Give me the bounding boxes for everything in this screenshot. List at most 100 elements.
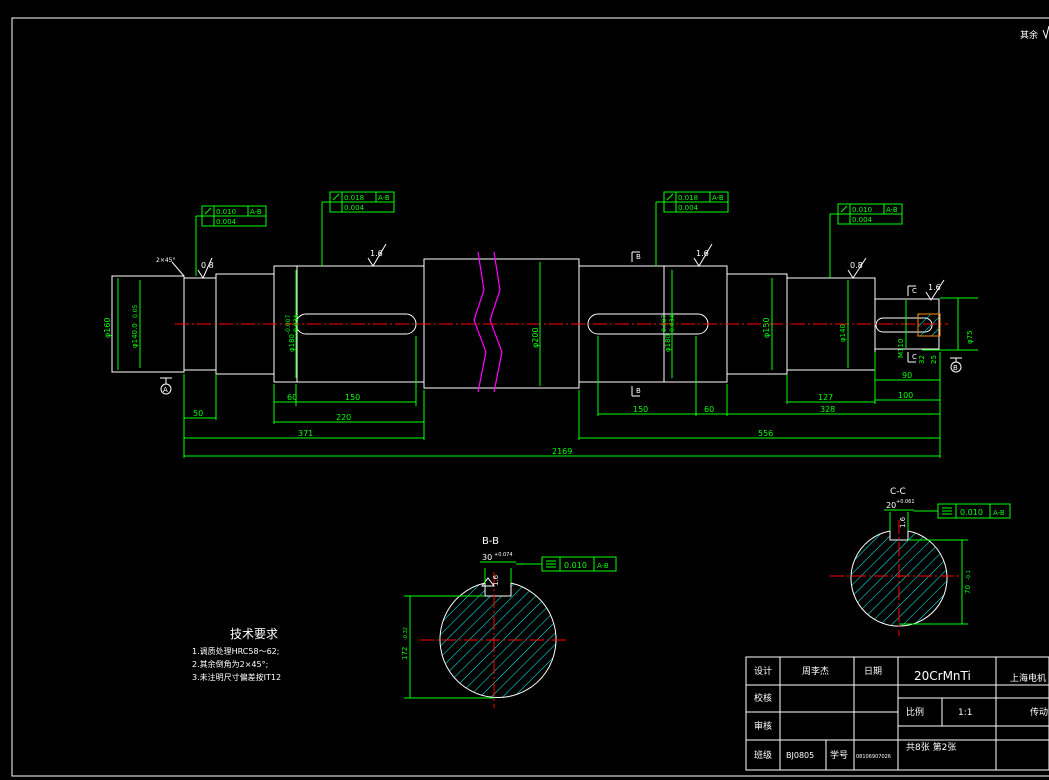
- section-cc-roughness: 1.6: [899, 516, 907, 528]
- dia-180b-lower: -0.034: [669, 314, 676, 334]
- roughness-2: 1.6: [370, 249, 383, 258]
- tb-id-label: 学号: [830, 749, 848, 761]
- fcf-1: 0.010 A-B 0.004: [195, 205, 267, 276]
- tb-class-label: 班级: [754, 749, 772, 761]
- tech-req-title: 技术要求: [230, 627, 278, 641]
- section-bb-fcf-ref: A-B: [597, 562, 609, 570]
- dim-127: 127: [818, 393, 833, 402]
- dim-328: 328: [820, 405, 835, 414]
- dim-25: 25: [930, 355, 938, 364]
- tb-part: 传动: [1030, 706, 1048, 718]
- section-c-bottom: C: [912, 353, 917, 361]
- section-bb-key-width: 30: [482, 553, 492, 562]
- title-block: [745, 656, 1049, 771]
- svg-text:0.004: 0.004: [216, 218, 237, 226]
- section-c-top: C: [912, 287, 917, 295]
- dia-140: φ140.0: [131, 323, 139, 348]
- section-cc-depth: 70: [964, 585, 972, 594]
- diameter-dims: [117, 262, 978, 386]
- dim-556: 556: [758, 429, 773, 438]
- section-cc-fcf-value: 0.010: [960, 508, 983, 517]
- svg-text:0.004: 0.004: [852, 216, 873, 224]
- tb-class-value: BJ0805: [786, 751, 814, 760]
- dim-150a: 150: [345, 393, 360, 402]
- section-bb-fcf-value: 0.010: [564, 561, 587, 570]
- roughness-symbols: [197, 243, 945, 301]
- corner-note: 其余: [1020, 29, 1038, 41]
- svg-text:A-B: A-B: [250, 208, 262, 216]
- roughness-1: 0.8: [201, 261, 214, 270]
- break-line-left: [473, 251, 487, 393]
- dim-371: 371: [298, 429, 313, 438]
- svg-text:A-B: A-B: [712, 194, 724, 202]
- dim-32: 32: [918, 355, 926, 364]
- section-cc-title: C-C: [890, 487, 906, 497]
- dia-180a-upper: -0.007: [285, 314, 292, 334]
- svg-text:A-B: A-B: [886, 206, 898, 214]
- fcf-2: 0.018 A-B 0.004: [321, 191, 395, 266]
- dia-180a: φ180: [288, 334, 296, 352]
- tech-req-item-3: 3.未注明尺寸偏差按IT12: [192, 672, 281, 682]
- fcf-4: 0.010 A-B 0.004: [829, 203, 903, 278]
- thread-hatch: [917, 313, 941, 337]
- svg-text:0.018: 0.018: [344, 194, 364, 202]
- tb-design-label: 设计: [754, 665, 772, 677]
- section-bb-roughness: 1.6: [492, 574, 500, 586]
- dia-140-tol: 0.05: [132, 304, 139, 318]
- roughness-5: 1.6: [928, 283, 941, 292]
- tb-review-label: 审核: [754, 720, 772, 732]
- dia-150: φ150: [762, 317, 771, 338]
- dim-100: 100: [898, 391, 913, 400]
- section-b-bottom: B: [636, 387, 641, 395]
- tb-org: 上海电机: [1010, 672, 1046, 684]
- section-cc-key-width: 20: [886, 501, 896, 510]
- section-bb-view: [404, 556, 617, 708]
- datum-symbols: [160, 357, 962, 395]
- dia-75: φ75: [966, 330, 974, 344]
- dia-180b: φ180: [664, 334, 672, 352]
- section-markers: [631, 251, 916, 397]
- section-bb-key-tol: +0.074: [494, 552, 513, 558]
- tb-check-label: 校核: [754, 692, 772, 704]
- dia-180b-upper: -0.007: [661, 314, 668, 334]
- tb-scale: 1:1: [958, 708, 972, 718]
- drawing-frame: [11, 17, 1049, 777]
- dim-60b: 60: [704, 405, 714, 414]
- svg-text:0.004: 0.004: [678, 204, 699, 212]
- tb-date-label: 日期: [864, 666, 882, 677]
- svg-text:0.010: 0.010: [852, 206, 872, 214]
- tb-material: 20CrMnTi: [914, 669, 971, 683]
- dim-150b: 150: [633, 405, 648, 414]
- section-b-top: B: [636, 253, 641, 261]
- break-line-right: [489, 251, 503, 393]
- roughness-symbol-corner: [1042, 25, 1049, 40]
- dim-50a: 50: [193, 409, 203, 418]
- dim-90: 90: [902, 371, 912, 380]
- tb-designer: 周李杰: [802, 665, 829, 677]
- dia-160: φ160: [103, 317, 112, 338]
- section-bb-title: B-B: [482, 536, 499, 547]
- fcf-3: 0.018 A-B 0.004: [655, 191, 729, 266]
- dia-200: φ200: [531, 327, 540, 348]
- section-cc-fcf-ref: A-B: [993, 509, 1005, 517]
- tech-req-item-2: 2.其余倒角为2×45°;: [192, 659, 268, 669]
- section-bb-depth-tol: -0.32: [403, 627, 409, 640]
- dim-60a: 60: [287, 393, 297, 402]
- axial-dims: [183, 336, 941, 458]
- dim-220: 220: [336, 413, 351, 422]
- dim-2169: 2169: [552, 447, 572, 456]
- svg-text:0.010: 0.010: [216, 208, 236, 216]
- chamfer-note: 2×45°: [156, 257, 175, 264]
- thread-m110: M110: [897, 339, 905, 358]
- datum-a: A: [163, 386, 168, 394]
- svg-text:A-B: A-B: [378, 194, 390, 202]
- tb-id-value: 08106907026: [856, 754, 891, 760]
- roughness-3: 1.6: [696, 249, 709, 258]
- svg-text:0.004: 0.004: [344, 204, 365, 212]
- section-cc-depth-tol: -0.1: [966, 570, 972, 580]
- dia-140b: φ140: [839, 324, 847, 342]
- svg-text:0.018: 0.018: [678, 194, 698, 202]
- section-cc-key-tol: +0.061: [896, 499, 915, 505]
- section-bb-depth: 172: [401, 647, 409, 660]
